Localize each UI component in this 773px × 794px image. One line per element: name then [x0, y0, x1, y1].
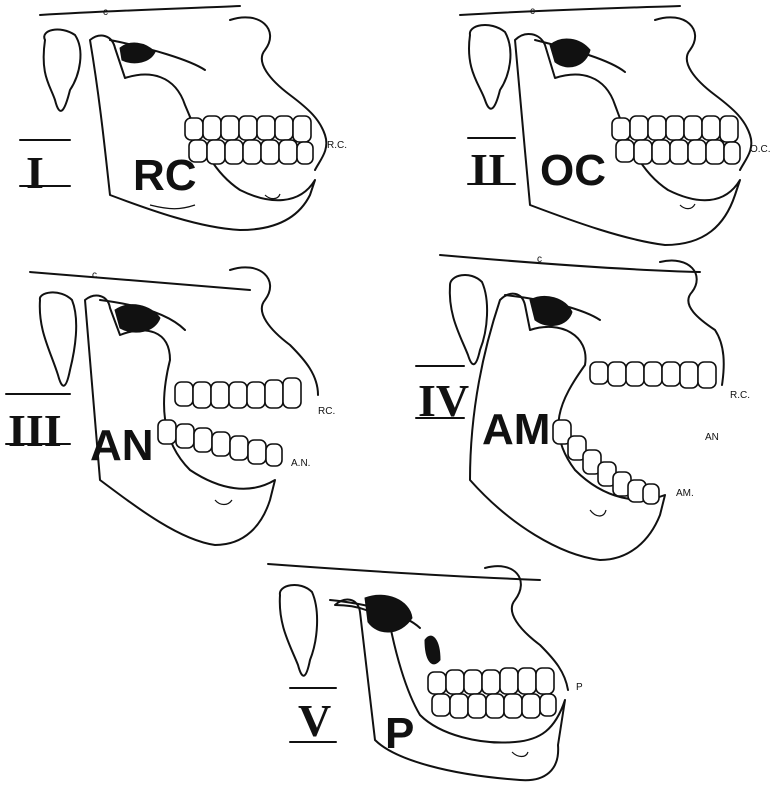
label-an: AN	[705, 432, 719, 443]
mastoid-process	[280, 585, 317, 676]
teeth-row	[612, 116, 740, 164]
chin-mark	[265, 194, 280, 199]
panel-numeral: III	[8, 405, 62, 456]
upper-teeth	[590, 362, 716, 388]
mastoid-process	[450, 275, 487, 364]
chin-mark	[512, 752, 528, 757]
coronoid-shadow	[530, 296, 572, 325]
label-c: c	[103, 7, 108, 18]
panel-2-oc: II OC c O.C.	[460, 6, 771, 245]
pterygoid-shadow	[425, 636, 440, 664]
label-an: A.N.	[291, 458, 310, 469]
panel-numeral: II	[470, 144, 506, 195]
label-p: P	[576, 682, 583, 693]
panel-3-an: III AN c RC. A.N.	[6, 267, 335, 545]
panel-code: P	[385, 709, 414, 758]
label-rc: RC.	[318, 406, 335, 417]
panel-code: AM	[482, 405, 550, 454]
chin-mark	[215, 500, 232, 505]
coronoid-shadow	[365, 595, 412, 632]
panel-code: OC	[540, 146, 606, 195]
lower-teeth	[158, 420, 282, 466]
upper-teeth	[175, 378, 301, 408]
mental-foramen	[150, 205, 195, 209]
mastoid-process	[40, 292, 76, 385]
teeth-row	[185, 116, 313, 164]
panel-code: RC	[133, 151, 197, 200]
label-rc: R.C.	[327, 140, 347, 151]
chin-mark	[680, 204, 695, 209]
panel-numeral: I	[26, 147, 44, 198]
coronoid-shadow	[550, 39, 590, 67]
mastoid-process	[469, 25, 510, 109]
maxilla-profile	[230, 267, 318, 395]
panel-numeral: V	[298, 695, 331, 746]
coronoid-shadow	[120, 43, 155, 63]
teeth-row	[428, 668, 556, 718]
panel-1-rc: I RC c R.C.	[20, 6, 347, 230]
label-oc: O.C.	[750, 144, 771, 155]
panel-code: AN	[90, 421, 154, 470]
panel-5-p: V P P	[268, 564, 583, 780]
chin-mark	[590, 510, 606, 516]
mastoid-process	[44, 30, 81, 111]
panel-4-am: IV AM c R.C. AN AM.	[416, 254, 750, 560]
label-c: c	[537, 254, 542, 265]
label-rc: R.C.	[730, 390, 750, 401]
label-am: AM.	[676, 488, 694, 499]
label-c: c	[530, 6, 535, 17]
label-c: c	[92, 270, 97, 281]
coronoid-shadow	[115, 305, 160, 332]
